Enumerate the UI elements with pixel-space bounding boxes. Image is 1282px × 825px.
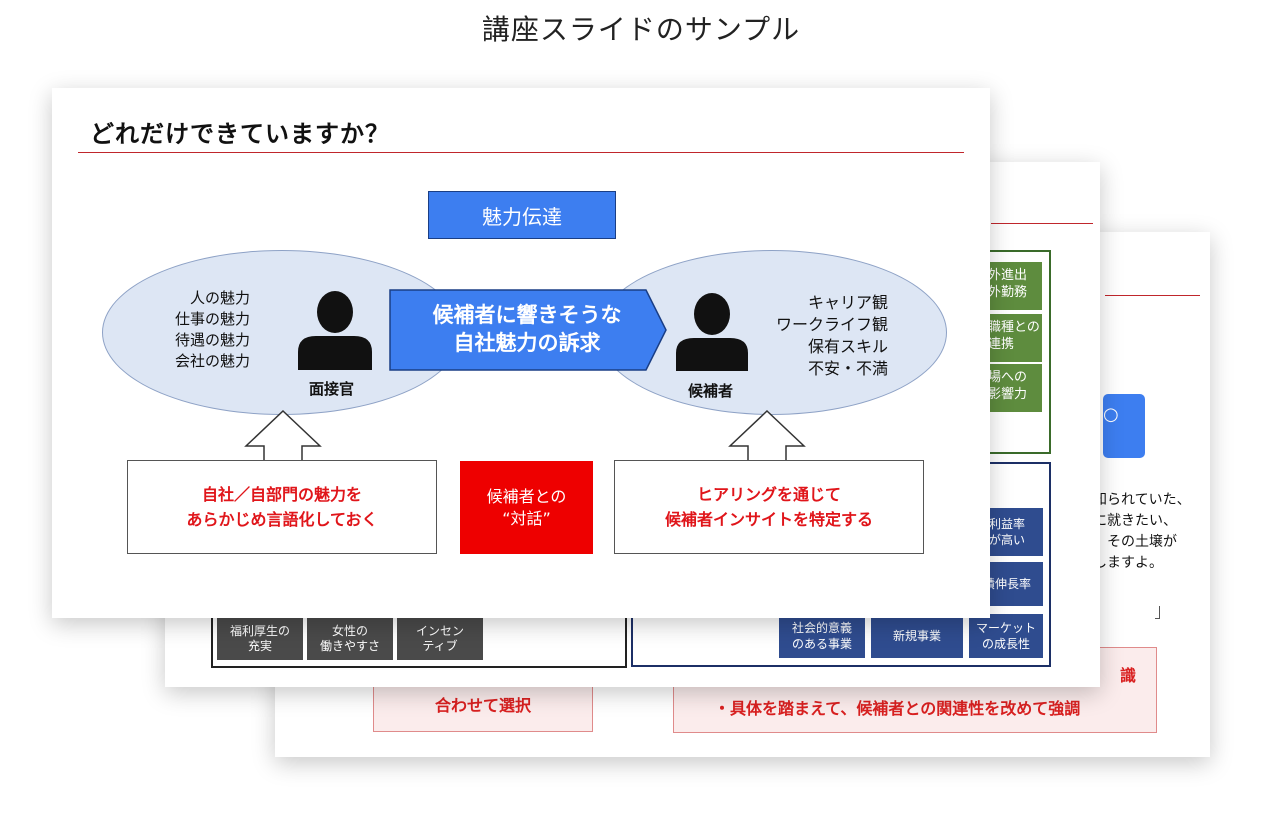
slide3-right-box-line2: ・具体を踏まえて、候補者との関連性を改めて強調 [714,699,1081,718]
up-arrow-icon [728,410,806,464]
center-arrow-text: 候補者に響きそうな 自社魅力の訴求 [432,303,622,355]
candidate-label: 候補者 [688,382,734,400]
dark-box-2: 女性の 働きやすさ [307,618,393,660]
person-icon [676,293,748,371]
person-icon [298,291,372,370]
title-underline [991,223,1093,224]
candidate-attributes-list: キャリア観 ワークライフ観 保有スキル 不安・不満 [775,293,888,378]
navy-box-3: 社会的意義 のある事業 [779,614,865,658]
navy-box-4: 新規事業 [871,614,963,658]
slide-heading: どれだけできていますか？ [90,120,390,148]
right-arrow-icon [389,289,667,371]
slide3-left-box-text: 合わせて選択 [434,696,531,715]
button-glyph: ○ [1103,404,1119,425]
dark-box-1: 福利厚生の 充実 [217,618,303,660]
slide3-text: 知られていた、 に就きたい、 。その土壌が しますよ。 [1093,492,1191,571]
interviewer-label: 面接官 [309,380,355,398]
title-underline [1105,295,1200,296]
heading-underline [78,152,964,153]
black-frame [211,602,627,668]
dialogue-box: 候補者との “対話” [460,461,593,554]
green-frame [935,250,1051,454]
bracket-mark [1155,606,1160,619]
navy-box-5: マーケット の成長性 [969,614,1043,658]
dark-box-3: インセン ティブ [397,618,483,660]
page-title: 講座スライドのサンプル [481,13,801,46]
up-arrow-icon [244,410,322,464]
slide-front: どれだけできていますか？ 魅力伝達 人の魅力 仕事の魅力 待遇の魅力 会社の魅力… [52,88,990,618]
identify-insight-box: ヒアリングを通じて 候補者インサイトを特定する [614,460,924,554]
appeal-label: 魅力伝達 [428,191,616,239]
blue-button: ○ [1103,394,1145,458]
slide3-right-box-line1: 識 [1119,666,1136,685]
company-appeal-list: 人の魅力 仕事の魅力 待遇の魅力 会社の魅力 [174,289,250,370]
prepare-appeal-box: 自社／自部門の魅力を あらかじめ言語化しておく [127,460,437,554]
